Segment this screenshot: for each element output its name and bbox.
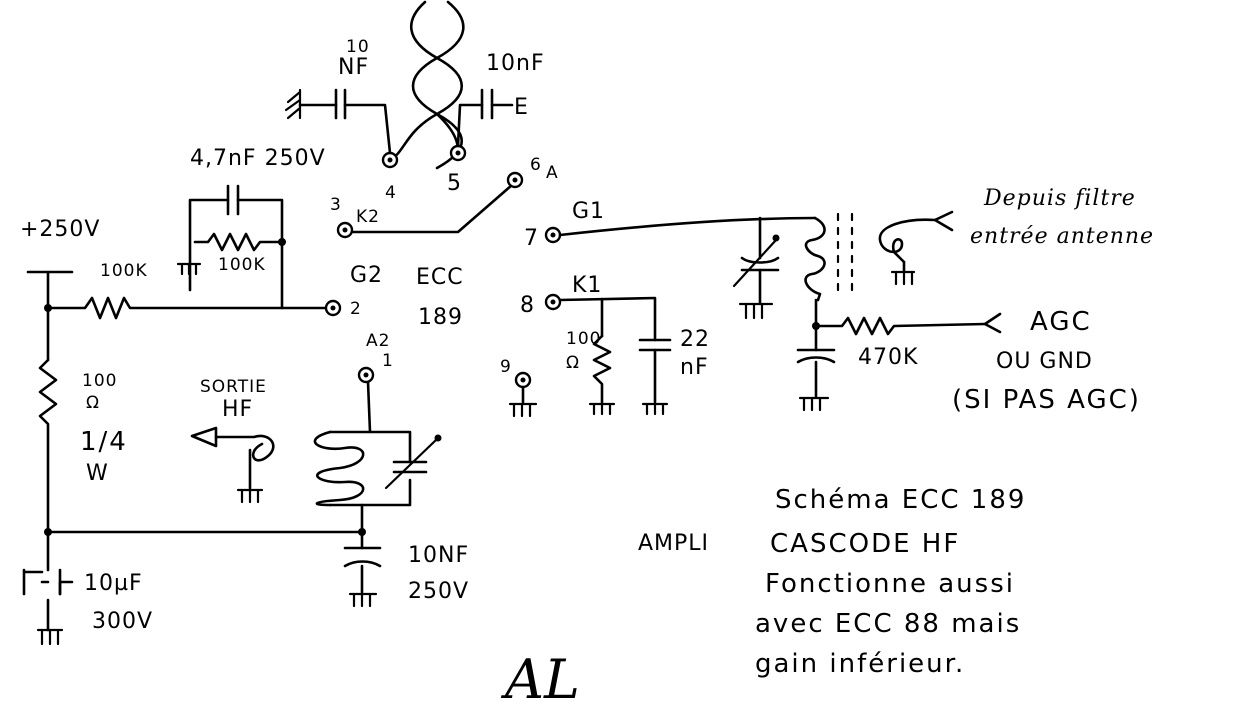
pin-8-number: 8 [520,293,535,318]
r-100-unit: Ω [86,393,100,413]
tube-type-line2: 189 [418,305,463,330]
note-line2b: CASCODE HF [770,529,960,559]
ground-e-label: E [514,95,529,120]
cap-47nf-label: 4,7nF 250V [190,146,326,171]
r-100k-feedback-label: 100K [218,255,266,275]
output-label-line2: HF [222,397,253,422]
r-100k-series-label: 100K [100,261,148,281]
antenna-coupling [836,210,954,292]
pin-9-number: 9 [500,357,512,377]
pin-2-number: 2 [350,299,362,319]
agc-label-line3: (SI PAS AGC) [952,385,1141,415]
r-100-power: 1/4 [80,427,128,457]
pin-3-number: 3 [330,195,342,215]
anode-tank-circuit [313,380,442,608]
cap-22nf-value: 22 [680,327,710,352]
output-label-line1: SORTIE [200,377,267,397]
cap-10uf-voltage: 300V [92,609,153,634]
k2-to-a-link [350,183,514,234]
pin-6-number: 6 [530,155,542,175]
cap-10uf-value: 10µF [84,571,143,596]
capacitor-10nf-heater-left [284,88,392,155]
pin-8-label: K1 [572,273,602,298]
cap-22nf-unit: nF [680,355,709,380]
input-label-line1: Depuis filtre [983,186,1136,211]
notes-block: Schéma ECC 189 AMPLI CASCODE HF Fonction… [638,485,1026,679]
pin-9-ground [508,385,538,418]
pin-1-label: A2 [366,331,390,351]
cap-10nf-top-value: 10 [346,37,370,57]
r-agc-label: 470K [858,345,918,370]
agc-label-line1: AGC [1030,307,1092,337]
pin-3-label: K2 [356,207,380,227]
pin-5-number: 5 [447,171,462,196]
cap-10nf-right-label: 10nF [486,51,545,76]
note-line5: gain inférieur. [755,649,965,679]
cathode-network [558,296,672,416]
pin-2-label: G2 [350,263,383,288]
note-line4: avec ECC 88 mais [755,609,1021,639]
pin-7-number: 7 [524,226,539,251]
heater-twisted-pair [388,0,465,170]
supply-rail [22,270,364,646]
r-100-power-unit: W [86,461,109,486]
note-line3: Fonctionne aussi [765,569,1015,599]
r-cathode-value: 100 [566,329,601,349]
r-100-value: 100 [82,371,117,391]
author-signature: AL [500,648,580,711]
cap-10nf-bottom-value: 10NF [408,543,469,568]
tube-type-line1: ECC [416,265,464,290]
note-line1: Schéma ECC 189 [775,485,1026,515]
output-coupling-loop [190,426,275,504]
cap-10nf-bottom-voltage: 250V [408,579,469,604]
cap-10nf-top-unit: NF [338,55,369,80]
feedback-network [176,184,286,310]
pin-7-label: G1 [572,199,605,224]
supply-voltage-label: +250V [20,217,100,242]
input-tank-circuit [558,216,1002,412]
agc-label-line2: OU GND [996,349,1093,374]
note-line2a: AMPLI [638,531,709,556]
pin-1-number: 1 [382,351,394,371]
pin-6-label: A [546,163,559,183]
r-cathode-unit: Ω [566,353,580,373]
pin-4-number: 4 [385,183,397,203]
input-label-line2: entrée antenne [970,224,1154,249]
capacitor-10nf-heater-right [456,88,514,148]
